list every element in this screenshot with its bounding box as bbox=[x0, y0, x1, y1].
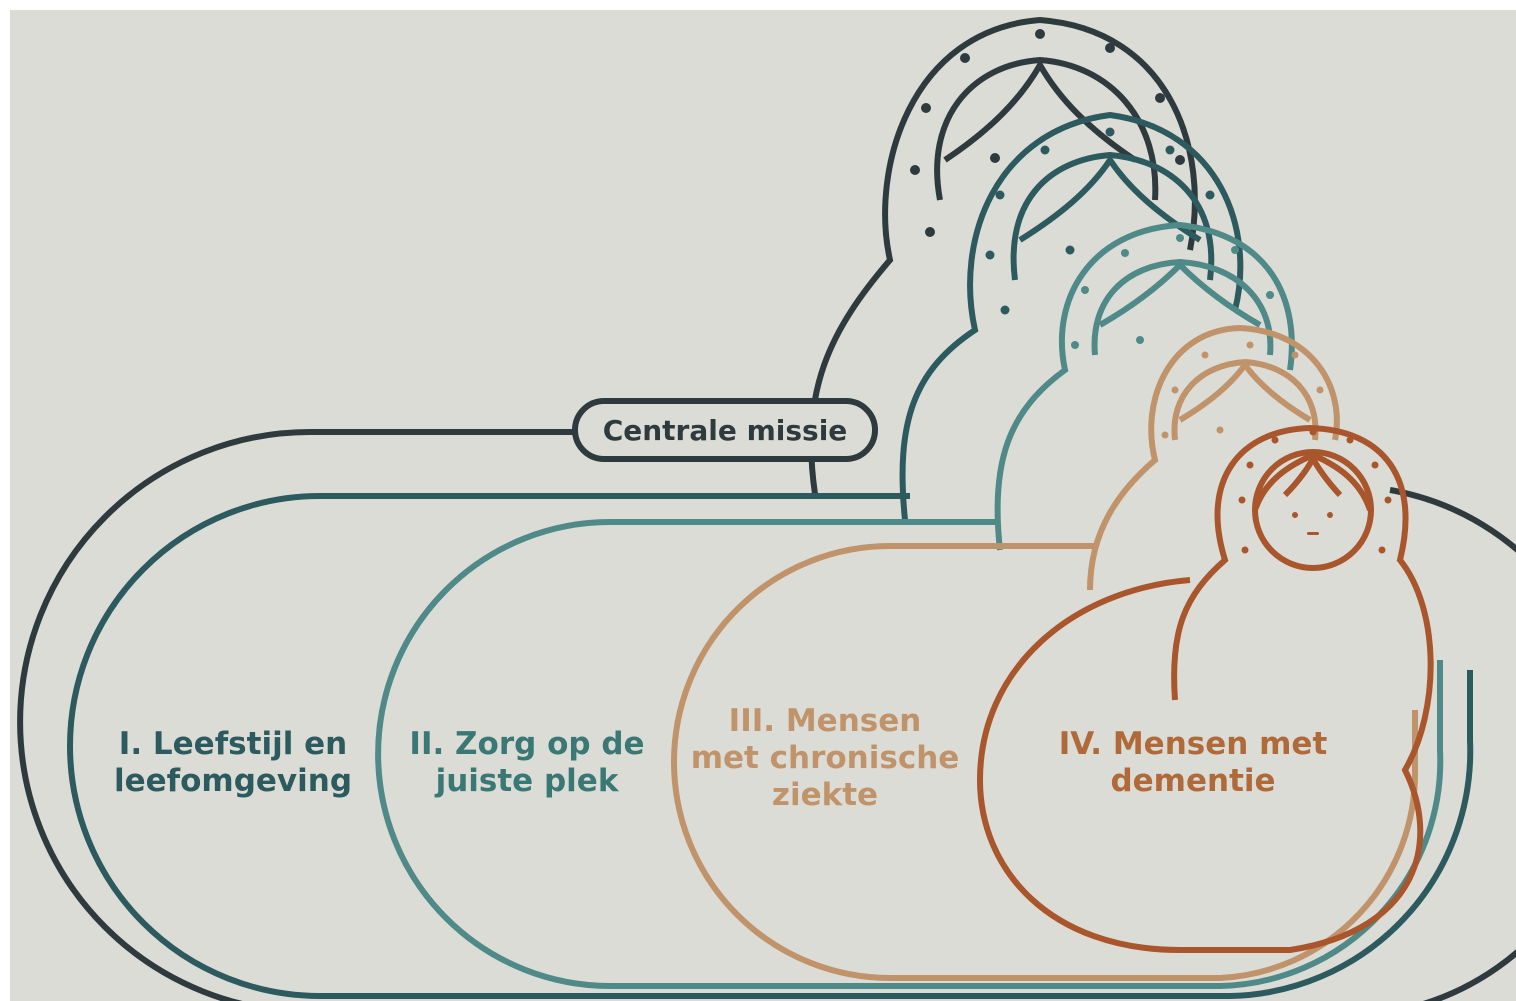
nested-mission-diagram bbox=[17, 16, 1516, 1001]
matryoshka-doll-icon bbox=[994, 221, 1295, 551]
matryoshka-doll-icon bbox=[808, 16, 1198, 495]
ring-1 bbox=[67, 111, 1474, 999]
zone-label-lifestyle: I. Leefstijl en leefomgeving bbox=[113, 726, 353, 799]
outer-capsule bbox=[671, 543, 1419, 981]
diagram-screen: Centrale missie I. Leefstijl en leefomge… bbox=[10, 10, 1516, 1001]
outer-capsule bbox=[67, 493, 1474, 999]
zone-label-dementia: IV. Mensen met dementie bbox=[1058, 726, 1328, 799]
central-mission-text: Centrale missie bbox=[602, 413, 848, 447]
matryoshka-doll-icon bbox=[1252, 449, 1374, 571]
ring-3 bbox=[671, 324, 1419, 981]
ring-4 bbox=[976, 424, 1434, 953]
zone-label-chronic-illness: III. Mensen met chronische ziekte bbox=[690, 703, 960, 813]
outer-capsule bbox=[976, 424, 1434, 953]
central-mission-label: Centrale missie bbox=[572, 398, 878, 462]
outer-capsule bbox=[17, 429, 1516, 1001]
ring-0 bbox=[17, 16, 1516, 1001]
matryoshka-doll-icon bbox=[899, 111, 1244, 521]
doll-dots bbox=[910, 29, 1185, 237]
matryoshka-doll-icon bbox=[1087, 324, 1340, 591]
zone-label-right-care: II. Zorg op de juiste plek bbox=[409, 726, 645, 799]
